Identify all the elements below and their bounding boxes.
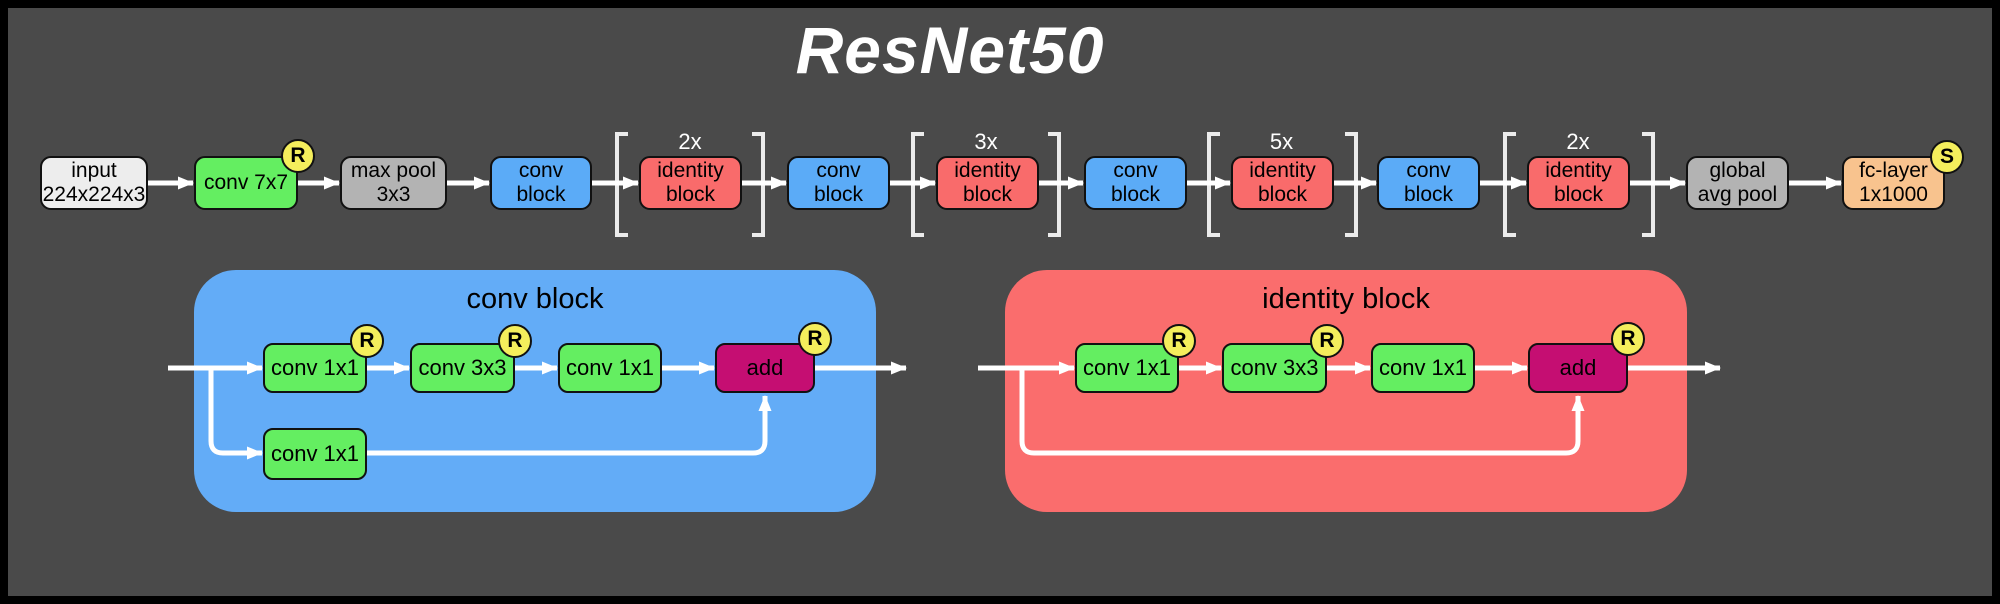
shortcut-to-add-arrow [367, 395, 772, 456]
diagram-title: ResNet50 [795, 13, 1105, 87]
pipeline-node-input: input 224x224x3 [40, 156, 148, 210]
detail-node-conv1x1: conv 1x1 [558, 343, 662, 393]
skip-connection-arrow [1019, 366, 1585, 456]
conv-block-detail-title: conv block [466, 283, 604, 315]
detail-node-conv3x3: conv 3x3 [410, 343, 515, 393]
detail-node-shortcut-conv1x1: conv 1x1 [263, 428, 367, 480]
pipeline-node-conv-block-1: conv block [490, 156, 592, 210]
shortcut-branch-arrow [208, 366, 263, 460]
softmax-badge: S [1930, 140, 1964, 174]
relu-badge: R [1611, 322, 1645, 356]
detail-node-add: add [715, 343, 815, 393]
repeat-count: 5x [1269, 129, 1294, 154]
relu-badge: R [498, 324, 532, 358]
repeat-count: 3x [974, 129, 998, 154]
relu-badge: R [1162, 324, 1196, 358]
pipeline-node-global-avg-pool: global avg pool [1686, 156, 1789, 210]
detail-node-conv1x1: conv 1x1 [263, 343, 367, 393]
detail-node-add: add [1528, 343, 1628, 393]
relu-badge: R [350, 324, 384, 358]
pipeline-node-identity-2: identity block [936, 156, 1039, 210]
detail-node-conv3x3: conv 3x3 [1222, 343, 1327, 393]
pipeline-node-conv-block-3: conv block [1084, 156, 1187, 210]
relu-badge: R [281, 139, 315, 173]
repeat-count: 2x [678, 129, 702, 154]
pipeline-node-conv7x7: conv 7x7 [194, 156, 298, 210]
detail-node-conv1x1: conv 1x1 [1371, 343, 1475, 393]
pipeline-node-identity-3: identity block [1231, 156, 1334, 210]
identity-block-detail-title: identity block [1262, 283, 1430, 315]
pipeline-node-fc-layer: fc-layer 1x1000 [1842, 156, 1945, 210]
relu-badge: R [798, 322, 832, 356]
pipeline-node-conv-block-2: conv block [787, 156, 890, 210]
detail-node-conv1x1: conv 1x1 [1075, 343, 1179, 393]
pipeline-node-conv-block-4: conv block [1377, 156, 1480, 210]
pipeline-node-identity-4: identity block [1527, 156, 1630, 210]
repeat-count: 2x [1566, 129, 1590, 154]
relu-badge: R [1310, 324, 1344, 358]
pipeline-node-maxpool: max pool 3x3 [340, 156, 447, 210]
pipeline-node-identity-1: identity block [639, 156, 742, 210]
